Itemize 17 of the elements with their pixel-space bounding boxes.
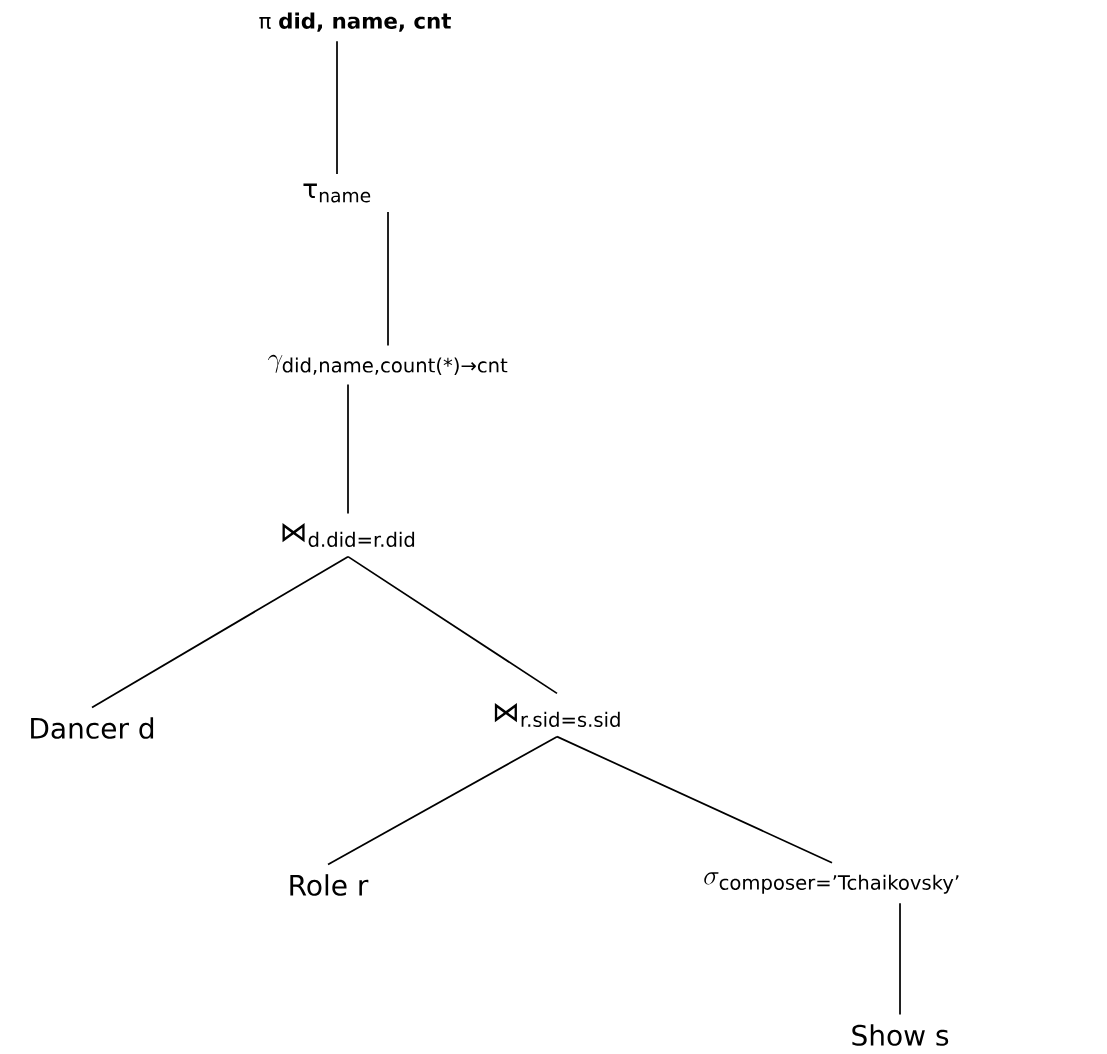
tree-edge [336, 40, 338, 175]
tree-edge [347, 555, 558, 695]
operator-label: Dancer d [31, 717, 154, 739]
operator-label: τ$_{name}$ [303, 183, 371, 203]
operator-label: ⋈$_{d.did=r.did}$ [282, 523, 415, 548]
operator-label: π did, name, cnt [259, 12, 451, 32]
tree-edge [556, 735, 833, 864]
operator-label: $\gamma_{\text{did,name,count(*)→cnt}}$ [268, 354, 508, 375]
tree-edge [327, 735, 558, 866]
operator-label: ⋈$_{r.sid=s.sid}$ [494, 703, 620, 728]
operator-label: Show s [852, 1024, 949, 1046]
tree-edge [347, 383, 349, 515]
operator-label: Role r [290, 874, 369, 896]
operator-label: $\sigma_{\text{composer='Tchaikovsky'}}$ [704, 872, 959, 894]
tree-edge [899, 902, 901, 1016]
tree-edge [387, 211, 389, 347]
tree-edge [91, 555, 349, 709]
